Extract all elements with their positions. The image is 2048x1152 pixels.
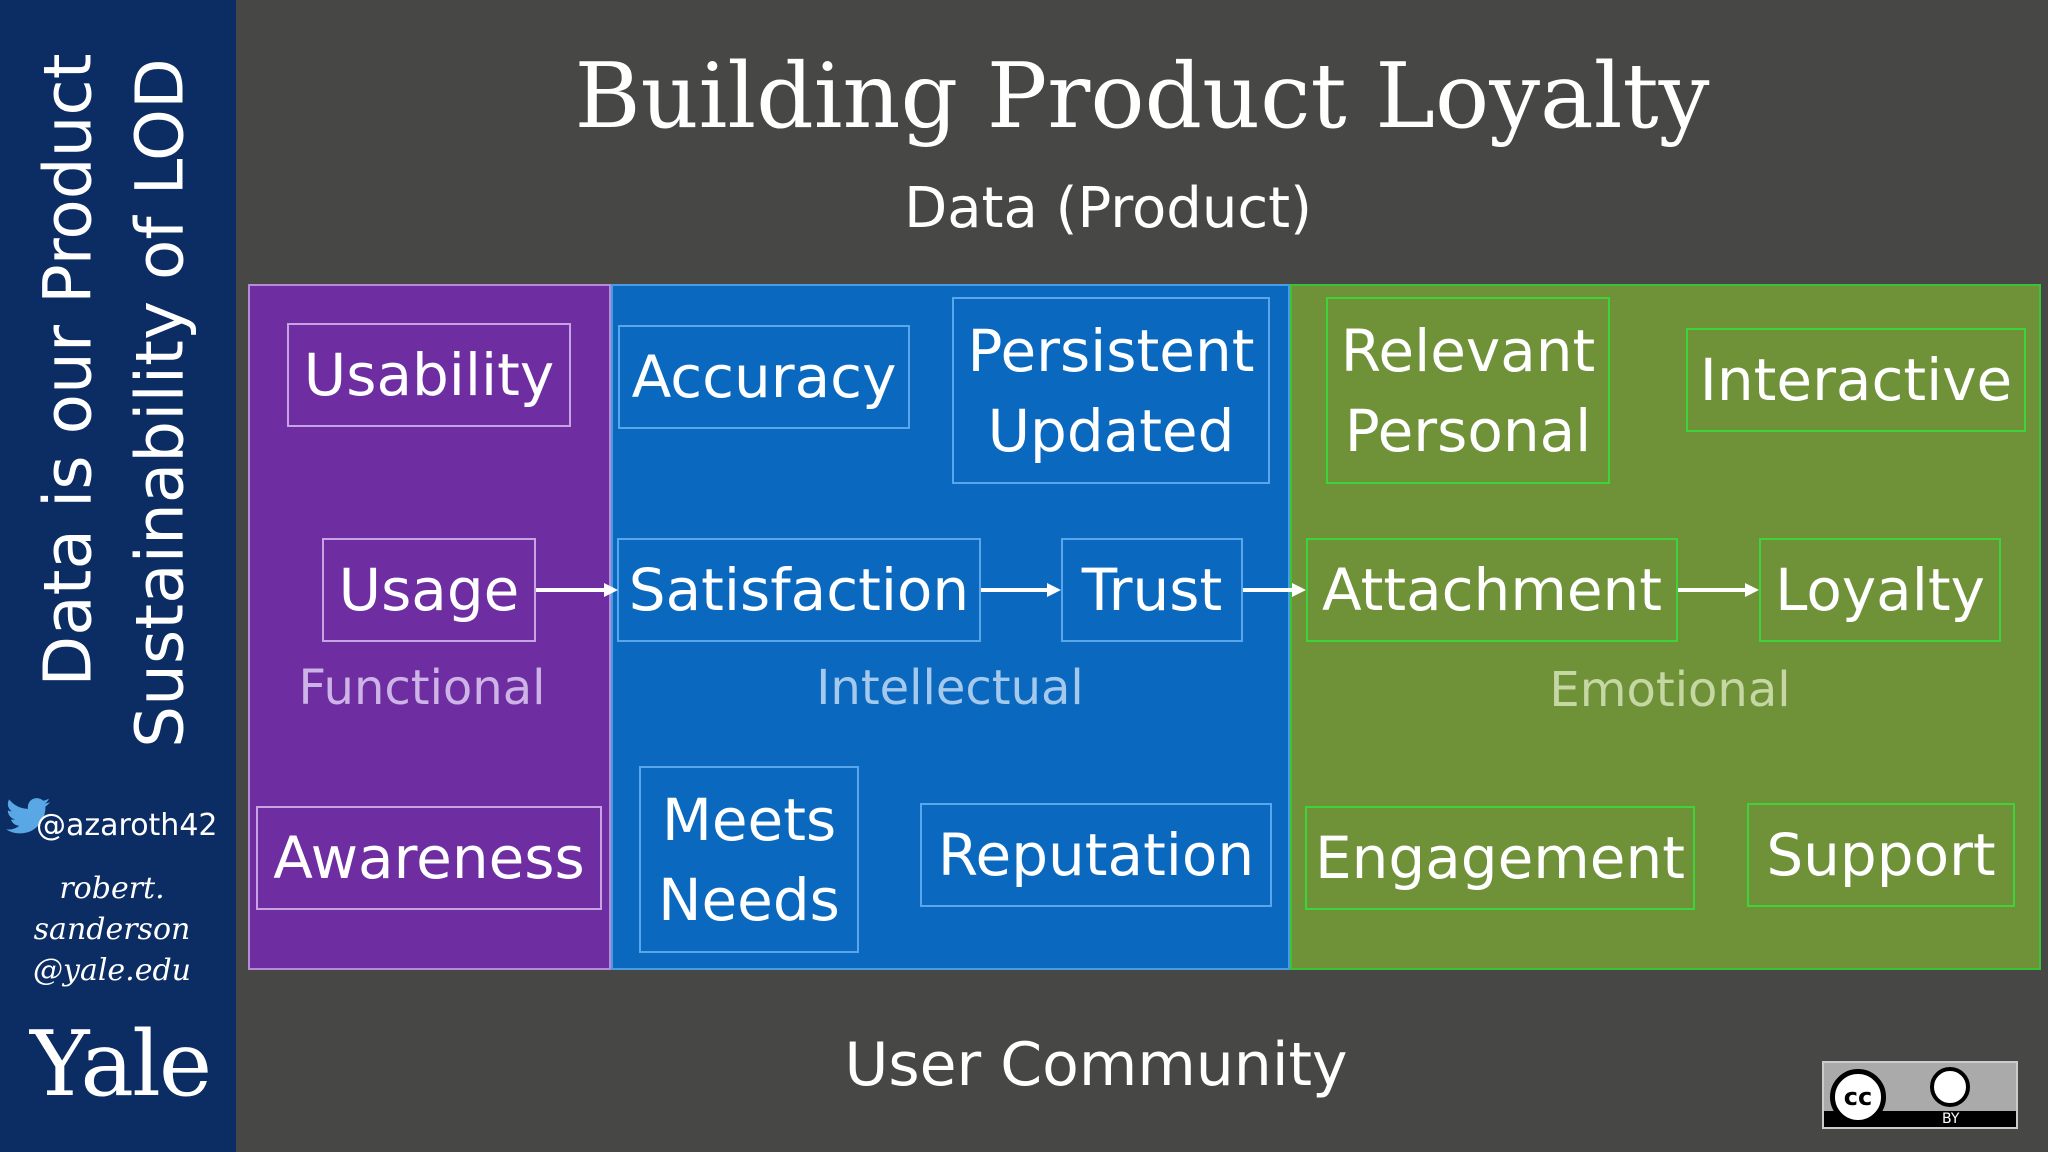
twitter-handle: @azaroth42 xyxy=(36,808,218,843)
emotional-panel xyxy=(1290,284,2041,970)
meets-needs-box: Meets Needs xyxy=(639,766,859,953)
awareness-box: Awareness xyxy=(256,806,602,910)
intellectual-panel xyxy=(611,284,1290,970)
arrow-usage-to-satisfaction xyxy=(536,583,618,597)
trust-box: Trust xyxy=(1061,538,1243,642)
emotional-label: Emotional xyxy=(1549,662,1791,718)
cc-by-license-badge: cc BY xyxy=(1822,1061,2018,1129)
persistent-updated-box: Persistent Updated xyxy=(952,297,1270,484)
satisfaction-box: Satisfaction xyxy=(617,538,981,642)
attachment-box: Attachment xyxy=(1306,538,1678,642)
usability-box: Usability xyxy=(287,323,571,427)
attribution-icon xyxy=(1930,1067,1970,1107)
sidebar: Data is our Product Sustainability of LO… xyxy=(0,0,236,1152)
reputation-box: Reputation xyxy=(920,803,1272,907)
functional-label: Functional xyxy=(298,660,546,716)
arrow-satisfaction-to-trust xyxy=(981,583,1061,597)
support-box: Support xyxy=(1747,803,2015,907)
slide-subtitle: Data (Product) xyxy=(904,176,1312,241)
intellectual-label: Intellectual xyxy=(816,660,1084,716)
loyalty-box: Loyalty xyxy=(1759,538,2001,642)
footer-label: User Community xyxy=(844,1030,1348,1100)
engagement-box: Engagement xyxy=(1305,806,1695,910)
slide-title: Building Product Loyalty xyxy=(574,44,1710,149)
twitter-icon xyxy=(6,798,50,834)
yale-logo: Yale xyxy=(30,1012,212,1117)
relevant-personal-box: Relevant Personal xyxy=(1326,297,1610,484)
functional-panel xyxy=(248,284,611,970)
usage-box: Usage xyxy=(322,538,536,642)
author-email: robert. sanderson @yale.edu xyxy=(33,871,191,988)
arrow-trust-to-attachment xyxy=(1243,583,1306,597)
cc-icon: cc xyxy=(1830,1069,1886,1125)
arrow-attachment-to-loyalty xyxy=(1678,583,1759,597)
by-label: BY xyxy=(1942,1111,1960,1127)
interactive-box: Interactive xyxy=(1686,328,2026,432)
accuracy-box: Accuracy xyxy=(618,325,910,429)
